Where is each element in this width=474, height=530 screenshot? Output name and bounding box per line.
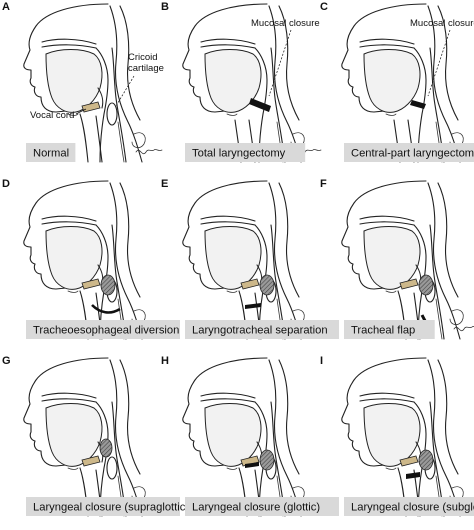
vocal-cord xyxy=(399,455,419,467)
caption-background xyxy=(26,320,180,339)
panel-caption: Laryngeal closure (subglottic) xyxy=(351,502,474,514)
caption-background xyxy=(344,497,474,516)
leader-line xyxy=(115,75,135,107)
anatomy-illustration xyxy=(182,357,322,517)
panel-caption: Normal xyxy=(33,148,69,160)
leader-line xyxy=(427,29,451,97)
anatomy-illustration: Mucosal closure xyxy=(341,3,474,163)
hatched-cartilage xyxy=(418,449,434,471)
hatched-cartilage xyxy=(100,274,116,296)
anatomy-illustration: Mucosal closure xyxy=(182,3,322,163)
caption-background xyxy=(344,143,474,162)
vocal-cord xyxy=(81,278,101,290)
anatomy-illustration xyxy=(341,357,474,517)
closure-mark xyxy=(406,472,420,479)
epiglottis xyxy=(97,87,104,109)
vertebra xyxy=(449,309,464,325)
panel-letter: A xyxy=(2,1,10,13)
caption-background xyxy=(185,497,339,516)
vocal-cord xyxy=(399,278,419,290)
annotation-label: Mucosal closure xyxy=(410,18,474,29)
anatomy-illustration xyxy=(182,180,322,340)
panel-letter: I xyxy=(320,355,323,367)
cricoid-cartilage xyxy=(106,102,118,126)
annotation-label: cartilage xyxy=(128,63,164,74)
hatched-cartilage xyxy=(418,274,434,296)
caption-background xyxy=(185,320,339,339)
panel-caption: Tracheoesophageal diversion xyxy=(33,325,179,337)
panel-i: I Laryngeal closure (subglottic) xyxy=(320,355,474,517)
illustrator-signature xyxy=(135,149,163,155)
panel-caption: Central-part laryngectomy xyxy=(351,148,474,160)
caption-background xyxy=(26,497,180,516)
panel-letter: F xyxy=(320,178,327,190)
closure-mark xyxy=(245,462,259,468)
panel-f: F Tracheal flap xyxy=(320,178,474,340)
panel-g: G Laryngeal closure (supraglottic) xyxy=(2,355,189,517)
panel-letter: G xyxy=(2,355,11,367)
annotation-label: Mucosal closure xyxy=(251,18,320,29)
caption-background xyxy=(185,143,306,162)
panel-caption: Tracheal flap xyxy=(351,325,415,337)
panel-caption: Total laryngectomy xyxy=(192,148,286,160)
panel-letter: D xyxy=(2,178,10,190)
vocal-cord xyxy=(240,278,260,290)
panel-letter: C xyxy=(320,1,328,13)
closure-mark xyxy=(91,304,121,314)
panel-caption: Laryngeal closure (glottic) xyxy=(192,502,320,514)
panel-letter: B xyxy=(161,1,169,13)
panel-d: D Tracheoesophageal diversion xyxy=(2,178,180,340)
anatomy-illustration xyxy=(23,357,163,517)
annotation-label: Vocal cord xyxy=(30,110,74,121)
closure-mark xyxy=(249,98,271,112)
hatched-cartilage xyxy=(99,438,113,458)
caption-background xyxy=(26,143,76,162)
panel-letter: E xyxy=(161,178,168,190)
closure-mark xyxy=(245,303,261,309)
hatched-cartilage xyxy=(259,449,275,471)
anatomy-illustration xyxy=(341,180,474,340)
panel-h: H Laryngeal closure (glottic) xyxy=(161,355,339,517)
panel-caption: Laryngotracheal separation xyxy=(192,325,328,337)
leader-line xyxy=(268,29,292,97)
caption-background xyxy=(344,320,435,339)
annotation-label: Cricoid xyxy=(128,52,158,63)
closure-mark xyxy=(410,100,426,109)
tongue xyxy=(363,49,421,113)
vertebra xyxy=(131,132,146,148)
panel-letter: H xyxy=(161,355,169,367)
hatched-cartilage xyxy=(259,274,275,296)
panel-caption: Laryngeal closure (supraglottic) xyxy=(33,502,189,514)
anatomy-illustration xyxy=(23,180,163,340)
illustrator-signature xyxy=(453,326,474,332)
cricoid-cartilage xyxy=(106,456,118,480)
leader-line xyxy=(75,108,87,115)
vocal-cord xyxy=(81,455,101,467)
panel-e: E Laryngotracheal separation xyxy=(161,178,339,340)
